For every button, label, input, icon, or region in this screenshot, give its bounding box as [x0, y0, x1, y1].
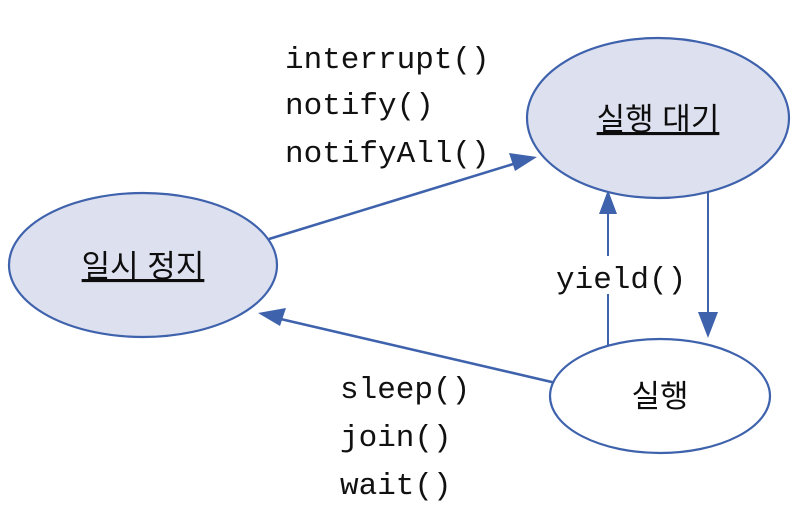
- node-paused-ellipse[interactable]: [7, 191, 279, 339]
- edge-running-to-paused-arrowhead: [258, 308, 286, 326]
- node-runnable-label: 실행 대기: [597, 102, 720, 137]
- edge-runnable-to-running-arrowhead: [698, 312, 718, 338]
- edge-paused-to-runnable-line: [268, 159, 524, 241]
- edge-label-group-wakeup: interrupt() notify() notifyAll(): [285, 43, 490, 172]
- edge-running-to-paused-line: [271, 315, 557, 385]
- node-runnable[interactable]: 실행 대기: [525, 36, 791, 200]
- edge-label-group-yield: yield(): [552, 256, 688, 298]
- edge-runnable-to-running: [698, 190, 718, 338]
- edge-paused-to-runnable: [268, 153, 537, 241]
- node-running-ellipse[interactable]: [548, 337, 772, 455]
- method-label-yield: yield(): [556, 263, 686, 298]
- edge-paused-to-runnable-arrowhead: [509, 153, 537, 171]
- method-label-sleep: sleep(): [340, 373, 470, 408]
- node-running[interactable]: 실행: [548, 337, 772, 455]
- node-runnable-ellipse[interactable]: [525, 36, 791, 200]
- node-paused-label: 일시 정지: [82, 249, 205, 284]
- method-label-interrupt: interrupt(): [285, 43, 490, 78]
- method-label-join: join(): [340, 421, 452, 456]
- edge-running-to-paused: [258, 308, 557, 385]
- method-label-notifyall: notifyAll(): [285, 137, 490, 172]
- edge-label-group-block: sleep() join() wait(): [340, 373, 470, 504]
- method-label-notify: notify(): [285, 89, 434, 124]
- node-running-label: 실행: [631, 379, 688, 414]
- edge-running-to-runnable-arrowhead: [599, 190, 617, 214]
- method-label-wait: wait(): [340, 469, 452, 504]
- node-paused[interactable]: 일시 정지: [7, 191, 279, 339]
- method-label-yield-backdrop: [552, 256, 688, 294]
